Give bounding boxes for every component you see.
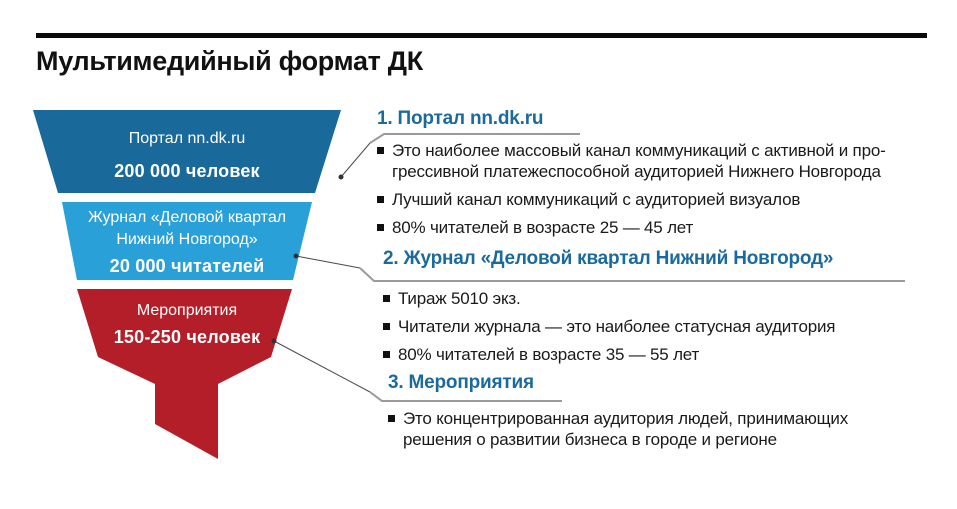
section-events: 3. Мероприятия Это концентрированная ауд… [388, 372, 944, 457]
funnel-segment-events [77, 289, 292, 459]
section-events-bullets: Это концентрированная аудитория людей, п… [388, 408, 944, 450]
leader-line-2 [295, 255, 361, 269]
bullet-text: Лучший канал коммуникаций с аудиторией в… [392, 190, 801, 209]
funnel-magazine-value: 20 000 читателей [109, 256, 265, 276]
leader-line-3 [273, 340, 371, 393]
funnel-portal-label: Портал nn.dk.ru [128, 130, 246, 147]
bullet-square-icon [377, 224, 384, 231]
section-magazine-heading: 2. Журнал «Деловой квартал Нижний Новгор… [383, 248, 834, 269]
page-title: Мультимедийный формат ДК [36, 46, 423, 76]
bullet-square-icon [388, 415, 395, 422]
funnel-events-label: Мероприятия [136, 302, 238, 319]
funnel-magazine-label: Журнал «Деловой квартал Нижний Новгород» [87, 209, 287, 248]
funnel-segment-magazine [62, 202, 312, 280]
top-rule [36, 33, 927, 38]
bullet-square-icon [383, 351, 390, 358]
leader-line-1 [340, 142, 371, 178]
bullet-text: Читатели журнала — это наиболее статусна… [398, 317, 836, 336]
bullet-square-icon [383, 323, 390, 330]
leader-dot-2 [293, 253, 299, 259]
section-portal-heading: 1. Портал nn.dk.ru [377, 108, 544, 129]
heading-underline-1 [369, 133, 580, 144]
funnel-segment-portal [33, 110, 341, 193]
bullet-square-icon [377, 147, 384, 154]
heading-underline-3 [369, 391, 562, 402]
heading-underline-2 [359, 267, 905, 282]
funnel-portal-value: 200 000 человек [114, 161, 260, 181]
list-item: Это концентрированная аудитория людей, п… [388, 408, 944, 450]
bullet-square-icon [377, 196, 384, 203]
bullet-text: Это наиболее массовый канал коммуникаций… [392, 141, 886, 181]
leader-dot-3 [271, 338, 277, 344]
funnel-events-value: 150-250 человек [113, 327, 261, 347]
list-item: Это наиболее массовый канал коммуникаций… [377, 140, 933, 182]
list-item: Тираж 5010 экз. [383, 288, 939, 309]
section-portal-bullets: Это наиболее массовый канал коммуникаций… [377, 140, 933, 238]
section-events-heading: 3. Мероприятия [388, 372, 534, 393]
leader-dot-1 [338, 174, 344, 180]
list-item: Читатели журнала — это наиболее статусна… [383, 316, 939, 337]
list-item: 80% читателей в возрасте 35 — 55 лет [383, 344, 939, 365]
bullet-text: Это концентрированная аудитория людей, п… [403, 409, 849, 449]
bullet-text: 80% читателей в возрасте 25 — 45 лет [392, 218, 694, 237]
list-item: Лучший канал коммуникаций с аудиторией в… [377, 189, 933, 210]
section-magazine-bullets: Тираж 5010 экз. Читатели журнала — это н… [383, 288, 939, 365]
bullet-text: 80% читателей в возрасте 35 — 55 лет [398, 345, 700, 364]
list-item: 80% читателей в возрасте 25 — 45 лет [377, 217, 933, 238]
section-portal: 1. Портал nn.dk.ru Это наиболее массовый… [377, 108, 933, 245]
section-magazine: 2. Журнал «Деловой квартал Нижний Новгор… [383, 248, 939, 372]
bullet-square-icon [383, 295, 390, 302]
bullet-text: Тираж 5010 экз. [398, 289, 521, 308]
